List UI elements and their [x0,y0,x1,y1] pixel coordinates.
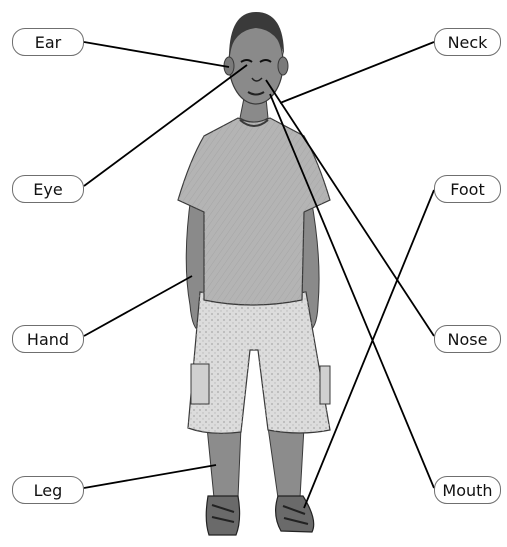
right-sandal [276,496,314,532]
shorts-pocket [191,364,209,404]
label-leg: Leg [12,476,84,504]
left-leg [207,427,241,498]
left-sandal [206,496,239,535]
ear-connector [84,42,229,67]
hand-connector [84,276,192,336]
label-nose: Nose [434,325,501,353]
label-ear: Ear [12,28,84,56]
boy-illustration [178,12,330,535]
leg-connector [84,465,216,488]
label-neck: Neck [434,28,501,56]
label-eye: Eye [12,175,84,203]
right-leg [268,427,304,498]
label-hand: Hand [12,325,84,353]
neck-connector [280,42,434,103]
label-mouth: Mouth [434,476,501,504]
label-foot: Foot [434,175,501,203]
